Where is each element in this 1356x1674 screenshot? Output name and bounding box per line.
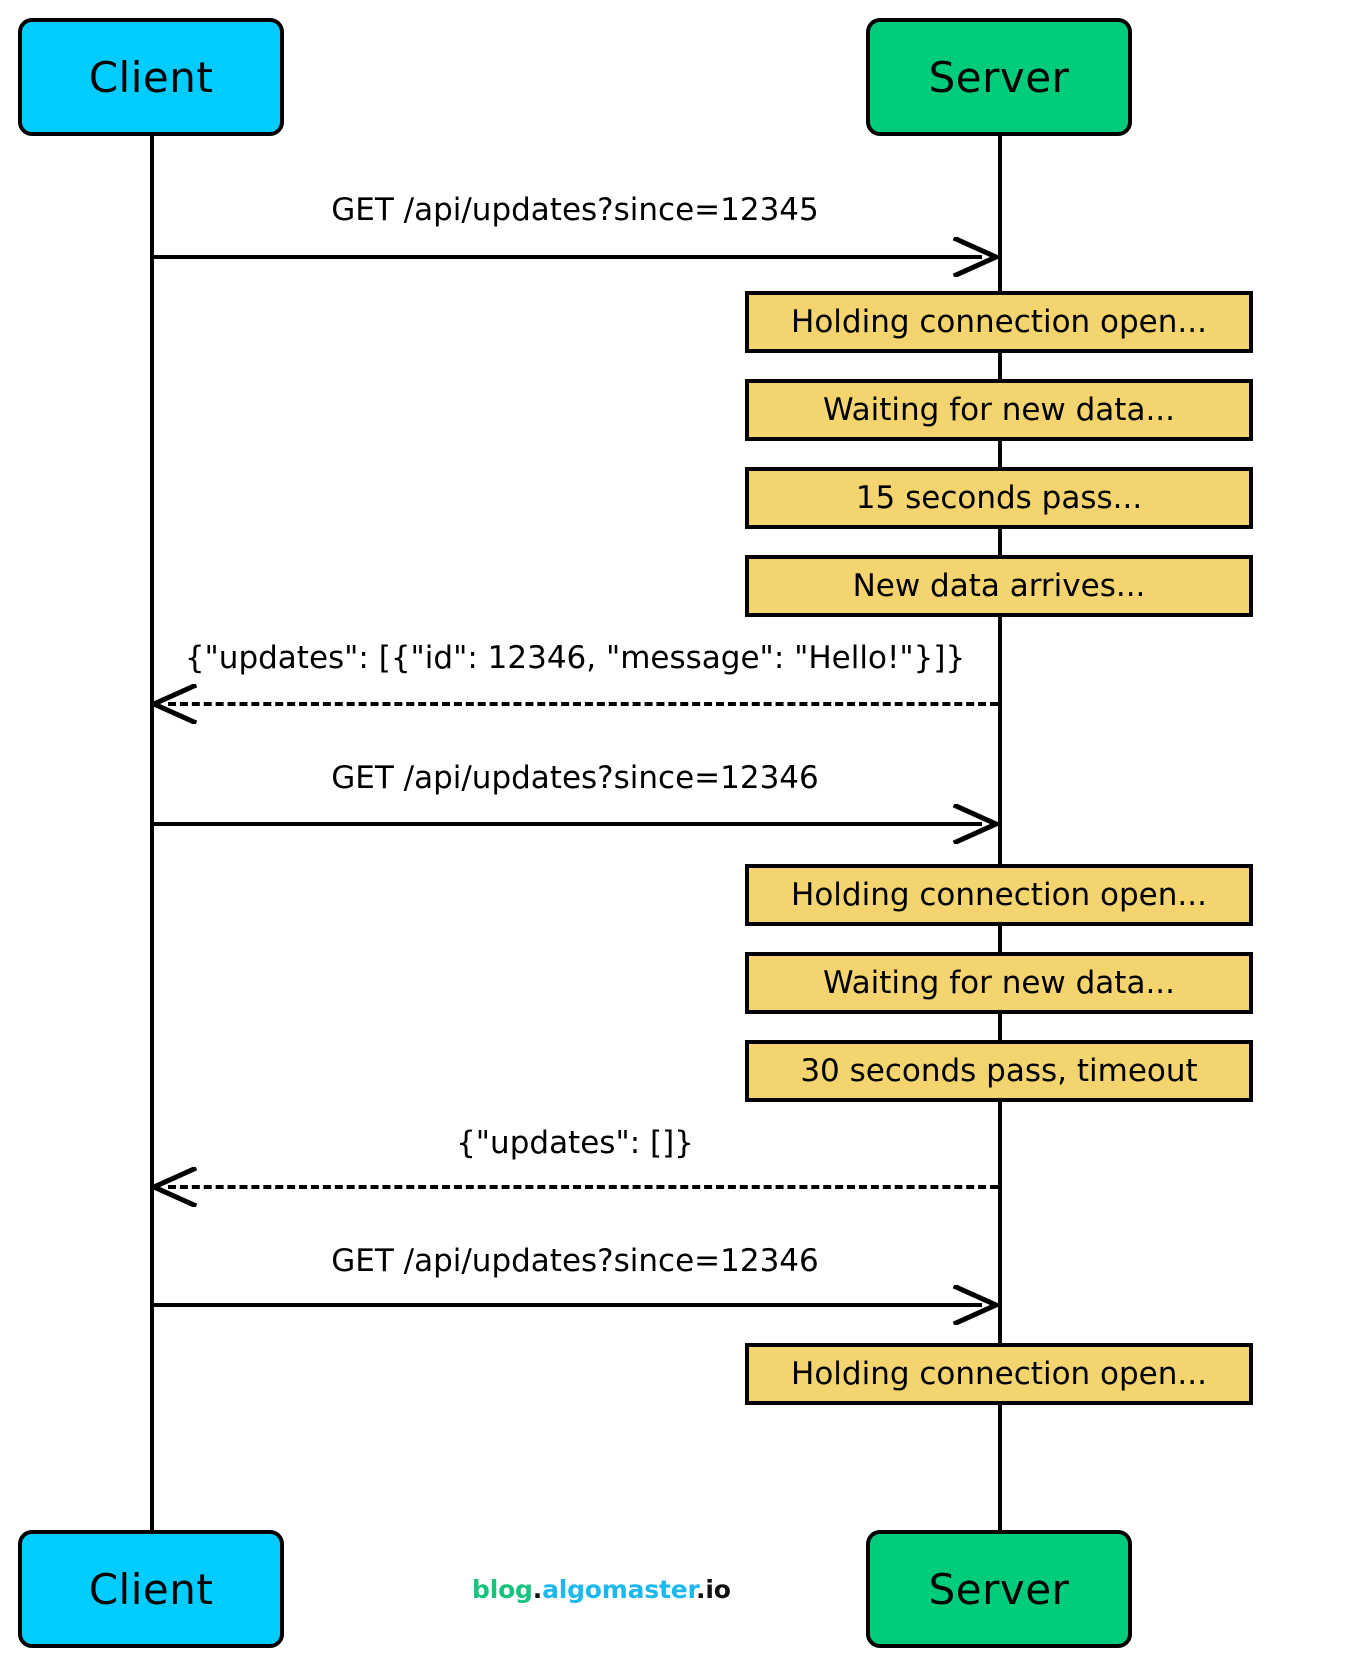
note-box-4: New data arrives...: [745, 555, 1253, 617]
lifeline-client: [150, 136, 154, 1530]
lifeline-server: [998, 136, 1002, 1530]
watermark-dot-1: .: [532, 1575, 543, 1604]
note-box-3: 15 seconds pass...: [745, 467, 1253, 529]
note-box-1: Holding connection open...: [745, 291, 1253, 353]
note-box-6: Waiting for new data...: [745, 952, 1253, 1014]
participant-server-top[interactable]: Server: [866, 18, 1132, 136]
arrowhead-right-3: [952, 804, 998, 844]
participant-client-bottom-label: Client: [88, 1564, 214, 1614]
message-label-5: GET /api/updates?since=12346: [331, 1243, 819, 1279]
message-line-2: [168, 702, 998, 706]
arrowhead-right-1: [952, 237, 998, 277]
message-line-5: [152, 1303, 982, 1307]
participant-client-top[interactable]: Client: [18, 18, 284, 136]
message-label-4: {"updates": []}: [456, 1125, 694, 1161]
arrowhead-left-2: [152, 684, 198, 724]
note-label-1: Holding connection open...: [791, 304, 1207, 340]
message-line-4: [168, 1185, 998, 1189]
participant-client-top-label: Client: [88, 52, 214, 102]
participant-server-bottom[interactable]: Server: [866, 1530, 1132, 1648]
participant-server-top-label: Server: [928, 52, 1070, 102]
message-line-1: [152, 255, 982, 259]
watermark-algomaster: algomaster: [542, 1575, 697, 1604]
participant-server-bottom-label: Server: [928, 1564, 1070, 1614]
watermark-blog: blog: [472, 1575, 533, 1604]
note-box-8: Holding connection open...: [745, 1343, 1253, 1405]
message-line-3: [152, 822, 982, 826]
message-label-3: GET /api/updates?since=12346: [331, 760, 819, 796]
note-label-7: 30 seconds pass, timeout: [800, 1053, 1198, 1089]
note-box-5: Holding connection open...: [745, 864, 1253, 926]
watermark-blog-algomaster: blog.algomaster.io: [472, 1575, 731, 1604]
note-label-4: New data arrives...: [852, 568, 1146, 604]
note-label-3: 15 seconds pass...: [855, 480, 1143, 516]
watermark-io: .io: [696, 1575, 731, 1604]
message-label-2: {"updates": [{"id": 12346, "message": "H…: [184, 640, 966, 676]
note-label-6: Waiting for new data...: [822, 965, 1176, 1001]
note-box-7: 30 seconds pass, timeout: [745, 1040, 1253, 1102]
participant-client-bottom[interactable]: Client: [18, 1530, 284, 1648]
arrowhead-left-4: [152, 1167, 198, 1207]
message-label-1: GET /api/updates?since=12345: [331, 192, 819, 228]
note-label-8: Holding connection open...: [791, 1356, 1207, 1392]
note-label-2: Waiting for new data...: [822, 392, 1176, 428]
arrowhead-right-5: [952, 1285, 998, 1325]
note-box-2: Waiting for new data...: [745, 379, 1253, 441]
note-label-5: Holding connection open...: [791, 877, 1207, 913]
